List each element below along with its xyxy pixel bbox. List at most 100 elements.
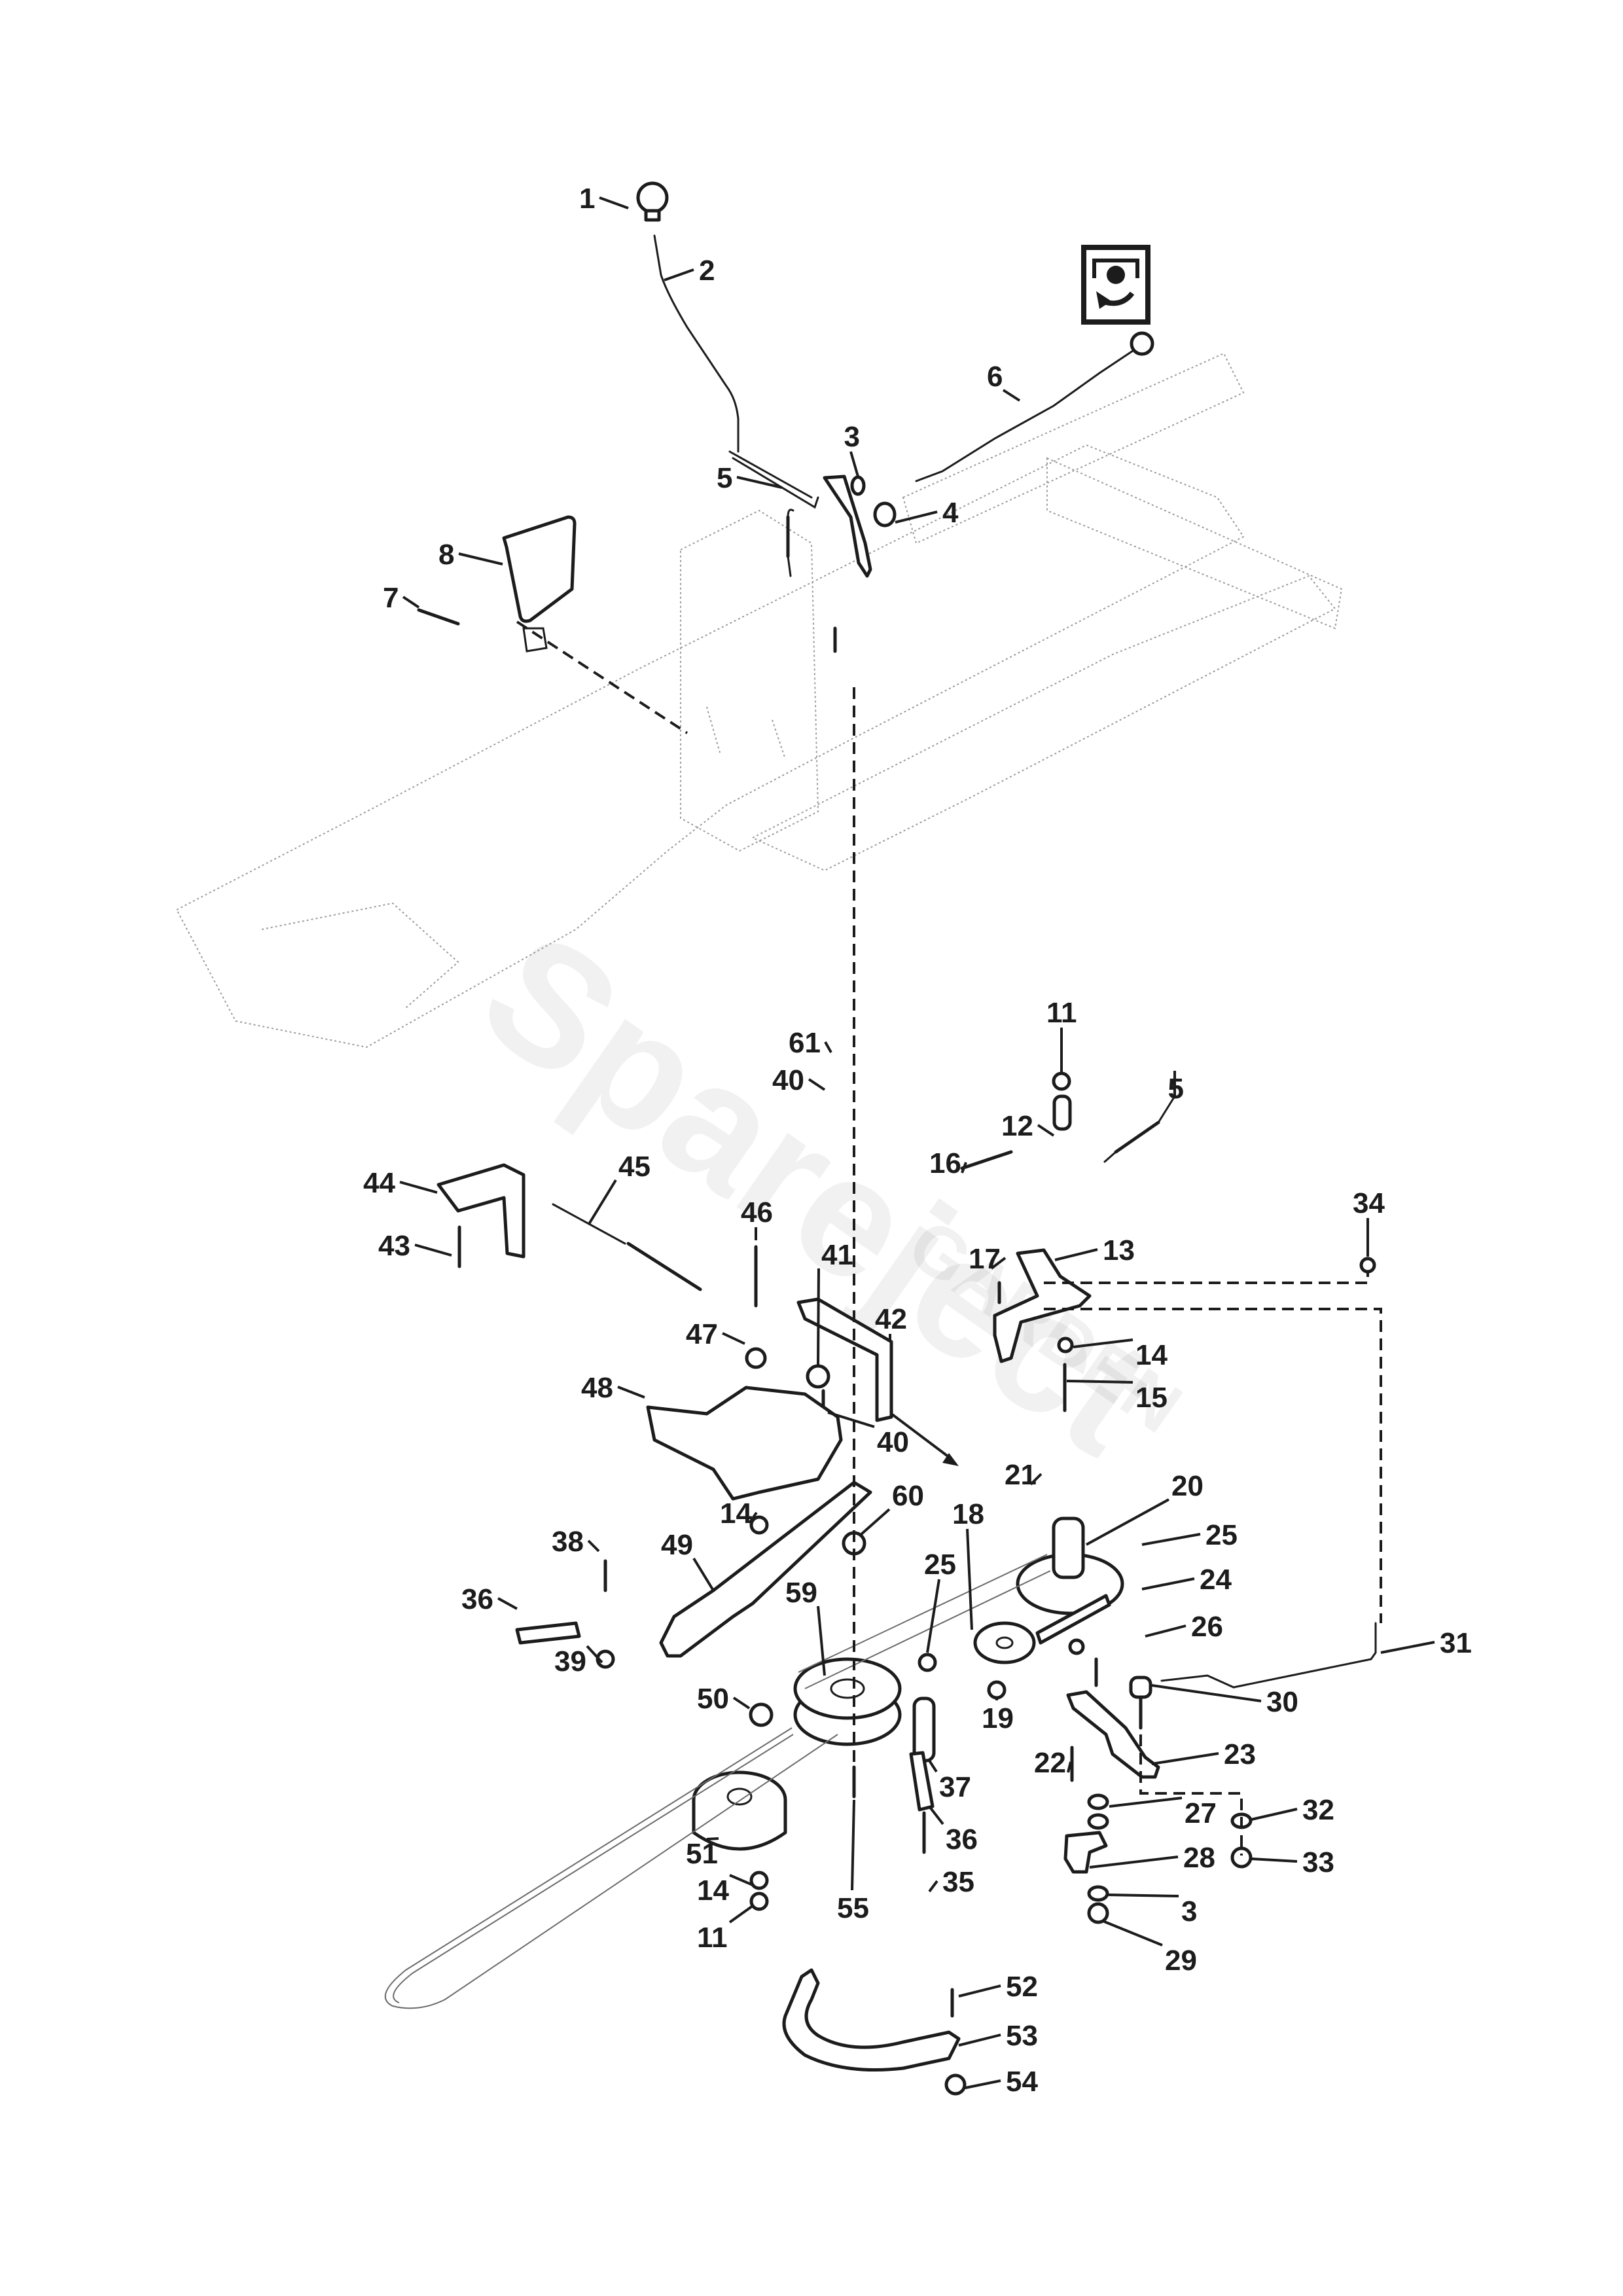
callout-switch-plate: 8 <box>438 539 503 571</box>
callout-bolt: 15 <box>1066 1380 1168 1414</box>
leader-line <box>926 1579 940 1653</box>
callout-bracket: 61 <box>789 1027 832 1059</box>
leader-line <box>1145 1624 1186 1638</box>
leader-line <box>990 1257 1007 1270</box>
callout-label: 7 <box>383 582 399 614</box>
leader-line <box>692 1557 715 1592</box>
callout-label: 26 <box>1191 1611 1223 1643</box>
callout-label: 61 <box>789 1027 821 1059</box>
callout-pivot-pin: 30 <box>1151 1684 1298 1718</box>
leader-line <box>732 1696 751 1710</box>
callout-label: 46 <box>741 1196 773 1229</box>
callout-label: 20 <box>1171 1470 1204 1502</box>
leader-line <box>1107 1893 1179 1897</box>
callout-bolt: 55 <box>837 1799 869 1924</box>
callout-bolt: 38 <box>552 1526 600 1558</box>
callout-spring: 5 <box>1168 1071 1184 1105</box>
callout-label: 50 <box>697 1683 729 1715</box>
callout-label: 54 <box>1006 2066 1038 2098</box>
callout-spacer-nut: 41 <box>817 1239 853 1367</box>
leader-line <box>1251 1808 1298 1821</box>
callout-label: 19 <box>982 1702 1014 1734</box>
callout-nut: 33 <box>1251 1846 1334 1878</box>
leader-line <box>1141 1533 1201 1546</box>
leader-line <box>748 1511 758 1524</box>
leader-line <box>586 1645 603 1664</box>
leader-line <box>1029 1473 1043 1486</box>
callout-bushing: 37 <box>928 1759 971 1803</box>
callout-label: 1 <box>579 183 595 215</box>
callout-label: 44 <box>363 1167 395 1199</box>
leader-line <box>1151 1684 1262 1702</box>
callout-nut: 47 <box>686 1318 745 1350</box>
leader-line <box>599 196 629 209</box>
leader-line <box>458 552 503 565</box>
callout-tension-spring: 45 <box>588 1151 651 1225</box>
callout-screw: 7 <box>383 582 420 614</box>
leader-line <box>728 1905 754 1924</box>
callout-label: 22 <box>1034 1747 1066 1779</box>
leader-line <box>617 1386 645 1399</box>
callout-label: 24 <box>1200 1564 1232 1596</box>
leader-line <box>849 451 859 477</box>
callout-control-cable: 6 <box>987 361 1021 402</box>
callout-belt-guide-bracket: 42 <box>875 1303 907 1342</box>
callout-label: 40 <box>877 1426 909 1458</box>
parts <box>384 181 1377 2096</box>
callout-bolt: 26 <box>1145 1611 1223 1643</box>
callout-label: 14 <box>1135 1339 1168 1371</box>
callout-label: 4 <box>942 497 959 529</box>
callout-screw: 40 <box>772 1064 826 1096</box>
callout-spacer: 50 <box>697 1683 751 1715</box>
leader-line <box>928 1805 944 1825</box>
callout-nut: 25 <box>924 1549 956 1653</box>
callout-lever-plate: 13 <box>1054 1234 1135 1266</box>
callout-nut: 4 <box>895 497 959 529</box>
callout-nut: 54 <box>965 2066 1038 2098</box>
callout-belt: 21 <box>1005 1459 1043 1491</box>
leader-line <box>1066 1380 1133 1384</box>
callout-label: 6 <box>987 361 1003 393</box>
callout-bolt: 46 <box>741 1196 773 1240</box>
callout-angle-bracket: 44 <box>363 1167 438 1199</box>
leader-line <box>1380 1641 1435 1654</box>
callout-washer: 14 <box>720 1498 758 1530</box>
callout-label: 40 <box>772 1064 804 1096</box>
assembly-lines <box>516 620 1382 1856</box>
callout-screw: 40 <box>827 1411 909 1458</box>
leader-line <box>958 1984 1001 1998</box>
callout-label: 37 <box>939 1771 971 1803</box>
callout-label: 34 <box>1353 1187 1385 1219</box>
callout-label: 32 <box>1302 1794 1334 1826</box>
leader-line <box>736 476 783 489</box>
leader-line <box>1067 1761 1072 1773</box>
leader-line <box>1089 1856 1179 1869</box>
callout-label: 5 <box>717 462 732 494</box>
callout-label: 53 <box>1006 2020 1038 2052</box>
leader-line <box>1151 1752 1219 1765</box>
callout-label: 25 <box>924 1549 956 1581</box>
callout-blade-engagement-lever: 2 <box>664 255 715 287</box>
callout-label: 5 <box>1168 1073 1184 1105</box>
callout-brake-pad: 28 <box>1089 1842 1215 1874</box>
tractor-frame <box>175 352 1343 1049</box>
leader-line <box>1141 1577 1195 1590</box>
callout-label: 16 <box>929 1147 961 1179</box>
callout-bolt: 35 <box>928 1866 974 1898</box>
callout-label: 41 <box>821 1239 853 1271</box>
callout-flat-idler-pulley: 51 <box>686 1837 719 1870</box>
callout-label: 43 <box>378 1230 410 1262</box>
callout-label: 3 <box>844 421 860 453</box>
callout-label: 12 <box>1001 1110 1033 1142</box>
callout-bolt: 17 <box>969 1243 1007 1275</box>
part-knob <box>636 181 669 222</box>
leader-line <box>817 1605 826 1676</box>
callout-label: 13 <box>1103 1234 1135 1266</box>
leader-line <box>587 1539 600 1552</box>
callout-label: 35 <box>942 1866 974 1898</box>
callout-label: 14 <box>720 1498 752 1530</box>
callout-label: 33 <box>1302 1846 1334 1878</box>
callout-label: 36 <box>946 1823 978 1856</box>
callout-spring: 16 <box>929 1147 967 1179</box>
